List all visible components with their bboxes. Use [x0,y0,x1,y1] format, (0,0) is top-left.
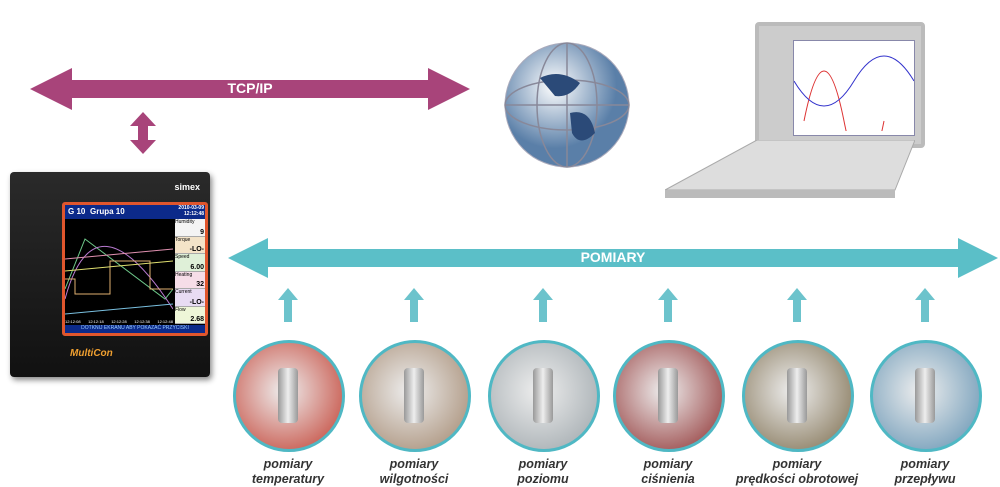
sensor-photo [359,340,471,452]
screen-date: 2010-03-09 [178,205,204,211]
up-arrow-stem [793,300,801,322]
up-arrow-icon [278,288,298,300]
screen-footer: DOTKNIJ EKRANU ABY POKAZAĆ PRZYCISKI [65,325,205,333]
up-arrow-icon [404,288,424,300]
sensor-photo [870,340,982,452]
sensor-photo [233,340,345,452]
pomiary-arrow [228,238,998,278]
tcp-ip-arrow [30,68,470,110]
up-arrow-stem [921,300,929,322]
up-arrow-icon [658,288,678,300]
sensor-photo [488,340,600,452]
up-arrow-stem [664,300,672,322]
globe-icon [504,42,630,168]
pomiary-label: POMIARY [580,249,646,265]
laptop-screen [755,22,925,172]
up-arrow-stem [539,300,547,322]
up-arrow-icon [787,288,807,300]
up-arrow-icon [915,288,935,300]
sensor-photo [742,340,854,452]
trend-plot [65,238,173,315]
laptop-base [665,140,915,198]
group-id: G 10 [68,207,86,216]
vertical-double-arrow [130,112,156,154]
screen-time: 12:12:48 [183,211,204,217]
up-arrow-icon [533,288,553,300]
model-logo: MultiCon [70,348,113,359]
tcp-ip-label: TCP/IP [227,80,273,96]
up-arrow-stem [410,300,418,322]
channel: Current-LO- [175,289,205,307]
sensor-photo [613,340,725,452]
brand-logo: simex [174,182,200,192]
up-arrow-stem [284,300,292,322]
channel: Torque-LO- [175,236,205,254]
group-name: Grupa 10 [90,207,125,216]
